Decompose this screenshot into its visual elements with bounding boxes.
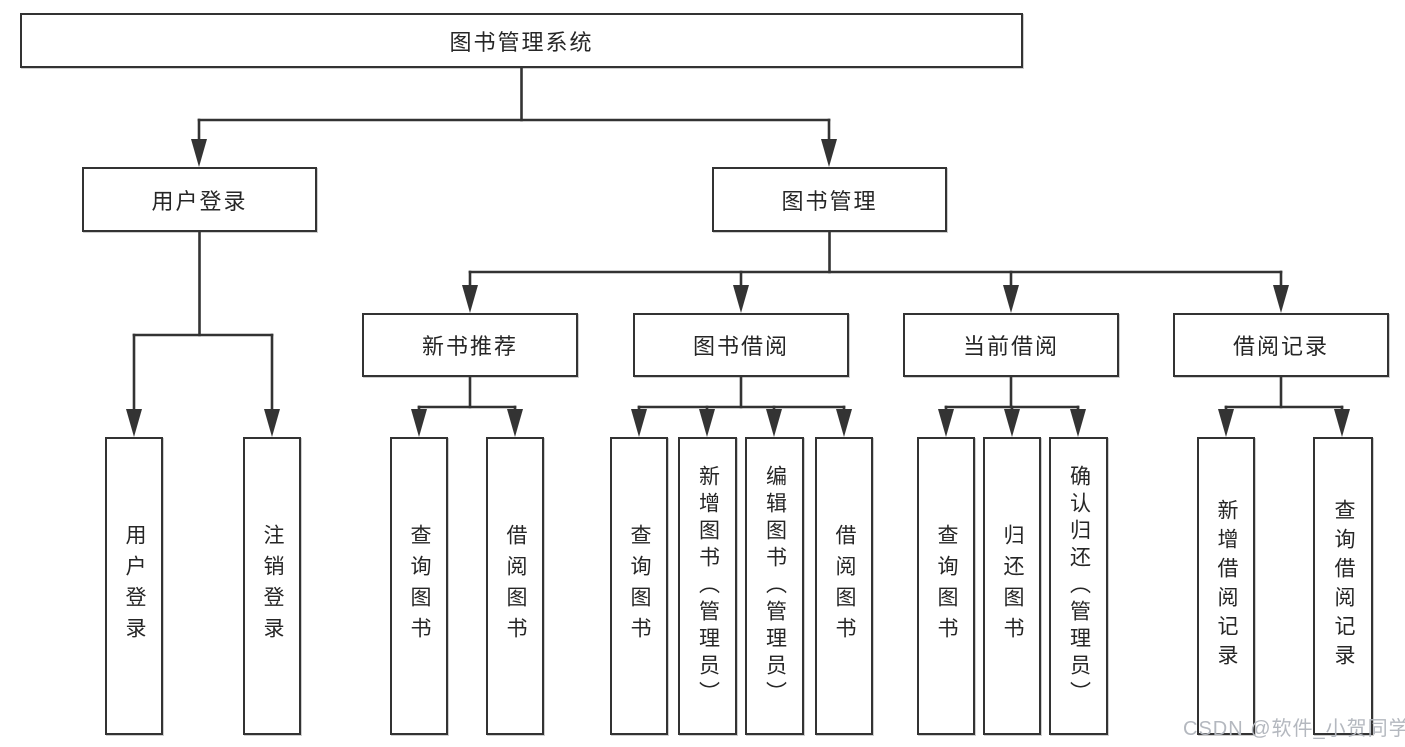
node-root: 图书管理系统 <box>20 13 1023 68</box>
node-label: 查询图书 <box>935 524 958 648</box>
node-label: 确认归还（管理员） <box>1067 464 1091 708</box>
node-label: 查询图书 <box>628 524 651 648</box>
leaf-query-books-current: 查询图书 <box>917 437 975 735</box>
node-current-borrow: 当前借阅 <box>903 313 1119 377</box>
node-label: 借阅图书 <box>833 524 856 648</box>
leaf-add-book-admin: 新增图书（管理员） <box>678 437 737 735</box>
node-label: 编辑图书（管理员） <box>763 464 787 708</box>
node-book-borrow: 图书借阅 <box>633 313 849 377</box>
leaf-confirm-return-admin: 确认归还（管理员） <box>1049 437 1108 735</box>
leaf-query-books-borrow: 查询图书 <box>610 437 668 735</box>
node-label: 用户登录 <box>151 188 248 214</box>
leaf-edit-book-admin: 编辑图书（管理员） <box>745 437 804 735</box>
node-label: 注销登录 <box>261 524 284 648</box>
node-label: 图书管理 <box>781 188 878 214</box>
leaf-user-login: 用户登录 <box>105 437 163 735</box>
node-label: 借阅记录 <box>1232 334 1329 359</box>
node-label: 用户登录 <box>123 524 146 648</box>
leaf-return-books: 归还图书 <box>983 437 1041 735</box>
leaf-query-borrow-record: 查询借阅记录 <box>1313 437 1373 735</box>
watermark: CSDN @软件_小贺同学 <box>1183 718 1405 740</box>
node-book-management: 图书管理 <box>712 167 947 232</box>
node-label: 新书推荐 <box>421 334 518 359</box>
node-label: 新增图书（管理员） <box>696 464 720 708</box>
node-label: 归还图书 <box>1001 524 1024 648</box>
leaf-borrow-books-recommend: 借阅图书 <box>486 437 544 735</box>
node-label: 新增借阅记录 <box>1215 499 1238 673</box>
node-user-login: 用户登录 <box>82 167 317 232</box>
node-label: 图书管理系统 <box>449 29 594 55</box>
leaf-add-borrow-record: 新增借阅记录 <box>1197 437 1255 735</box>
node-label: 图书借阅 <box>692 334 789 359</box>
node-new-book-recommend: 新书推荐 <box>362 313 578 377</box>
node-label: 当前借阅 <box>962 334 1059 359</box>
leaf-logout: 注销登录 <box>243 437 301 735</box>
node-label: 借阅图书 <box>504 524 527 648</box>
leaf-borrow-books: 借阅图书 <box>815 437 873 735</box>
node-label: 查询图书 <box>408 524 431 648</box>
leaf-query-books-recommend: 查询图书 <box>390 437 448 735</box>
node-borrow-records: 借阅记录 <box>1173 313 1389 377</box>
node-label: 查询借阅记录 <box>1332 499 1355 673</box>
